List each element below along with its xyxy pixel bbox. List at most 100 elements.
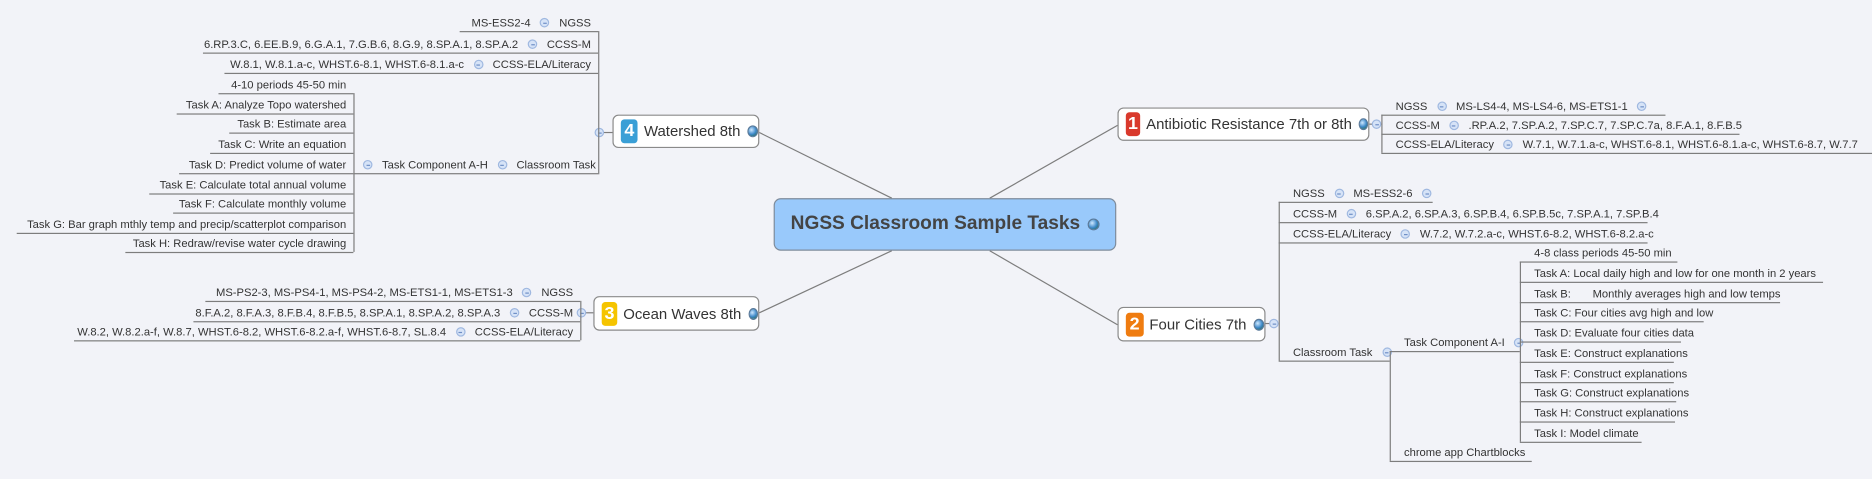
collapse-watershed-button[interactable]	[594, 127, 605, 138]
standard-value: 6.RP.3.C, 6.EE.B.9, 6.G.A.1, 7.G.B.6, 8.…	[203, 37, 519, 51]
task-text: Task G: Construct explanations	[1534, 385, 1690, 399]
task-item[interactable]: Task F: Construct explanations	[1519, 364, 1687, 384]
standard-row-ccss-m[interactable]: 6.RP.3.C, 6.EE.B.9, 6.G.A.1, 7.G.B.6, 8.…	[202, 35, 599, 54]
task-component-row[interactable]: Task Component A-I	[1389, 333, 1524, 353]
task-text: Task I: Model climate	[1534, 426, 1639, 440]
priority-1-icon: 1	[1125, 112, 1141, 137]
task-bracket	[1519, 261, 1522, 442]
task-text: Task A: Local daily high and low for one…	[1534, 266, 1816, 280]
globe-icon[interactable]	[748, 307, 759, 320]
task-text: Task F: Calculate monthly volume	[178, 196, 347, 211]
globe-icon[interactable]	[1359, 118, 1369, 131]
task-item[interactable]: Task A: Local daily high and low for one…	[1519, 264, 1824, 283]
standard-value: MS-ESS2-4	[471, 15, 531, 29]
collapse-ocean-waves-button[interactable]	[576, 308, 587, 318]
task-item[interactable]: Task A: Analyze Topo watershed	[176, 96, 354, 115]
globe-icon[interactable]	[1087, 218, 1100, 231]
task-text: Task D: Evaluate four cities data	[1534, 325, 1695, 340]
standard-value: .RP.A.2, 7.SP.A.2, 7.SP.C.7, 7.SP.C.7a, …	[1468, 118, 1743, 132]
standard-value: W.8.1, W.8.1.a-c, WHST.6-8.1, WHST.6-8.1…	[230, 57, 465, 71]
topic-antibiotic-resistance[interactable]: 1 Antibiotic Resistance 7th or 8th	[1117, 107, 1370, 141]
task-item[interactable]: Task B: Monthly averages high and low te…	[1519, 284, 1781, 304]
collapse-antibiotic-button[interactable]	[1371, 119, 1382, 129]
link-center-ocean	[759, 250, 893, 314]
branch-bracket	[580, 300, 582, 341]
task-text: Task A: Analyze Topo watershed	[185, 97, 347, 112]
priority-4-icon: 4	[620, 119, 638, 144]
collapse-icon[interactable]	[527, 39, 538, 49]
central-topic[interactable]: NGSS Classroom Sample Tasks	[773, 198, 1117, 251]
collapse-icon[interactable]	[1422, 188, 1432, 199]
standard-row-ccss-m[interactable]: 8.F.A.2, 8.F.A.3, 8.F.B.4, 8.F.B.5, 8.SP…	[193, 303, 581, 323]
task-item[interactable]: Task E: Calculate total annual volume	[149, 176, 354, 195]
standard-value: 6.SP.A.2, 6.SP.A.3, 6.SP.B.4, 6.SP.B.5c,…	[1365, 206, 1659, 220]
standard-row-ngss[interactable]: MS-PS2-3, MS-PS4-1, MS-PS4-2, MS-ETS1-1,…	[205, 283, 581, 303]
task-item[interactable]: Task B: Estimate area	[229, 115, 354, 134]
collapse-icon[interactable]	[362, 159, 373, 170]
task-item[interactable]: Task C: Four cities avg high and low	[1519, 303, 1714, 323]
task-item[interactable]: Task G: Construct explanations	[1519, 383, 1690, 403]
task-text: Task E: Calculate total annual volume	[159, 177, 347, 192]
collapse-icon[interactable]	[540, 17, 550, 28]
collapse-icon[interactable]	[1334, 188, 1344, 199]
standard-row-ngss[interactable]: MS-ESS2-4 NGSS	[459, 13, 599, 33]
topic-watershed[interactable]: 4 Watershed 8th	[612, 114, 760, 149]
priority-3-icon: 3	[601, 301, 618, 326]
task-text: Task B: Monthly averages high and low te…	[1534, 286, 1781, 300]
topic-ocean-waves[interactable]: 3 Ocean Waves 8th	[593, 296, 760, 331]
task-item[interactable]: Task C: Write an equation	[210, 135, 354, 155]
task-text: Task C: Four cities avg high and low	[1534, 305, 1714, 319]
standard-label: CCSS-ELA/Literacy	[474, 324, 574, 338]
standard-value: MS-LS4-4, MS-LS4-6, MS-ETS1-1	[1456, 99, 1628, 113]
task-item[interactable]: Task H: Redraw/revise water cycle drawin…	[125, 234, 354, 254]
globe-icon[interactable]	[747, 125, 759, 138]
collapse-icon[interactable]	[1514, 337, 1524, 348]
collapse-icon[interactable]	[1436, 101, 1447, 112]
topic-four-cities[interactable]: 2 Four Cities 7th	[1117, 306, 1266, 342]
task-item[interactable]: Task H: Construct explanations	[1519, 404, 1688, 423]
sub-bracket	[1389, 351, 1391, 461]
task-item[interactable]: Task F: Calculate monthly volume	[173, 195, 354, 214]
collapse-icon[interactable]	[1637, 101, 1647, 112]
tool-row[interactable]: chrome app Chartblocks	[1389, 443, 1532, 463]
task-item[interactable]: 4-8 class periods 45-50 min	[1519, 244, 1678, 263]
standard-row-ngss[interactable]: NGSS MS-ESS2-6	[1278, 184, 1433, 203]
standard-label: CCSS-ELA/Literacy	[492, 57, 591, 71]
globe-icon[interactable]	[1253, 318, 1265, 331]
standard-row-ccss-m[interactable]: CCSS-M.RP.A.2, 7.SP.A.2, 7.SP.C.7, 7.SP.…	[1381, 116, 1743, 135]
collapse-icon[interactable]	[497, 159, 507, 170]
collapse-icon[interactable]	[522, 287, 532, 298]
standard-row-ccss-ela[interactable]: W.8.1, W.8.1.a-c, WHST.6-8.1, WHST.6-8.1…	[224, 55, 599, 75]
priority-2-icon: 2	[1125, 312, 1144, 337]
collapse-icon[interactable]	[1346, 208, 1357, 219]
collapse-icon[interactable]	[1449, 120, 1459, 131]
task-text: Task G: Bar graph mthly temp and precip/…	[27, 217, 347, 231]
collapse-icon[interactable]	[473, 59, 484, 70]
standard-label: NGSS	[559, 15, 591, 29]
task-item[interactable]: Task E: Construct explanations	[1519, 344, 1688, 363]
task-item[interactable]: Task D: Predict volume of water	[179, 155, 354, 175]
task-item[interactable]: Task G: Bar graph mthly temp and precip/…	[16, 215, 354, 235]
standard-label: NGSS	[1292, 186, 1325, 200]
standard-value: MS-ESS2-6	[1353, 186, 1413, 200]
task-text: 4-8 class periods 45-50 min	[1534, 245, 1672, 260]
task-text: Task B: Estimate area	[237, 117, 347, 131]
collapse-four-cities-button[interactable]	[1269, 318, 1279, 329]
collapse-icon[interactable]	[1503, 139, 1514, 150]
classroom-task-row[interactable]: Classroom Task	[1278, 343, 1392, 362]
central-topic-title: NGSS Classroom Sample Tasks	[790, 213, 1081, 235]
collapse-icon[interactable]	[1400, 229, 1411, 239]
task-text: Task D: Predict volume of water	[188, 157, 347, 171]
collapse-icon[interactable]	[1381, 347, 1392, 357]
collapse-icon[interactable]	[509, 308, 520, 318]
task-item[interactable]: 4-10 periods 45-50 min	[218, 75, 354, 95]
task-item[interactable]: Task D: Evaluate four cities data	[1519, 324, 1695, 343]
standard-row-ccss-ela[interactable]: W.8.2, W.8.2.a-f, W.8.7, WHST.6-8.2, WHS…	[74, 322, 581, 342]
task-item[interactable]: Task I: Model climate	[1519, 424, 1642, 443]
collapse-icon[interactable]	[455, 327, 466, 337]
